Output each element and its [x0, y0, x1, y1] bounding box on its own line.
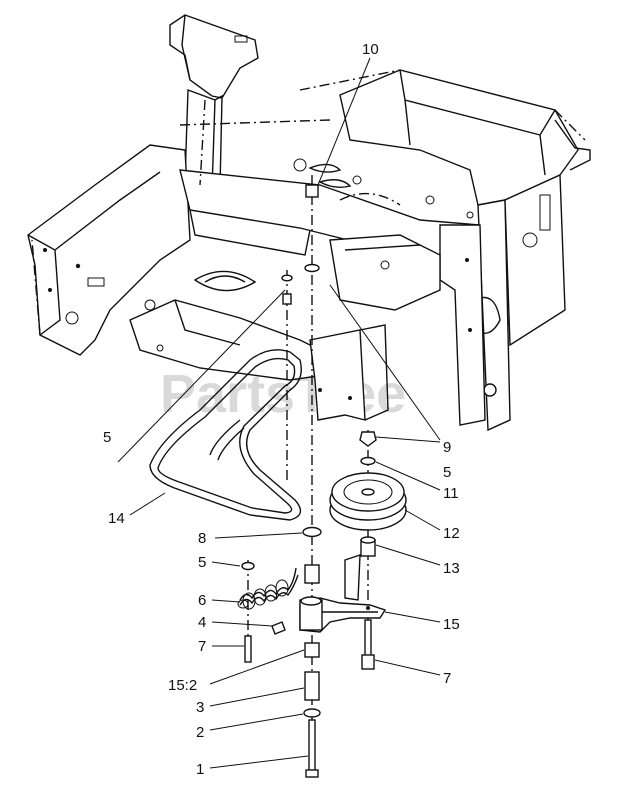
- part-7-bolt-right: [364, 619, 372, 659]
- center-bolt-stack: [302, 175, 322, 778]
- frame-assembly: [27, 14, 591, 432]
- part-15-2-bushing: [304, 642, 320, 658]
- callout-11: 11: [443, 485, 459, 502]
- callout-labels: 10 9 5 5 11 12 13 14 8 5 6 4 7 15 7 15:2…: [103, 41, 460, 778]
- callout-5-left: 5: [198, 554, 206, 571]
- spring-stack: [237, 270, 299, 663]
- part-5-nut-upper: [281, 274, 293, 282]
- part-4-screw: [271, 621, 286, 635]
- callout-12: 12: [443, 525, 460, 542]
- callout-8: 8: [198, 530, 206, 547]
- part-10-bolt: [305, 184, 319, 198]
- part-8-washer: [302, 526, 322, 538]
- callout-15: 15: [443, 616, 460, 633]
- callout-4: 4: [198, 614, 206, 631]
- part-12-pulley: [329, 472, 407, 531]
- callout-6: 6: [198, 592, 206, 609]
- leader-lines: [117, 57, 441, 769]
- part-15-idler-arm: [299, 554, 387, 633]
- callout-5-right: 5: [443, 464, 451, 481]
- callout-14: 14: [108, 510, 125, 527]
- callout-13: 13: [443, 560, 460, 577]
- part-5-nut-right: [359, 431, 377, 447]
- callout-10: 10: [362, 41, 379, 58]
- callout-1: 1: [196, 761, 204, 778]
- callout-9: 9: [443, 439, 451, 456]
- callout-5-belt-guide: 5: [103, 429, 111, 446]
- part-14-belt: [149, 349, 302, 521]
- part-3-spacer: [304, 671, 320, 701]
- part-6-spring: [237, 567, 299, 610]
- part-2-washer: [303, 708, 321, 718]
- part-1-bolt: [308, 719, 316, 773]
- callout-3: 3: [196, 699, 204, 716]
- callout-7-left: 7: [198, 638, 206, 655]
- callout-7-right: 7: [443, 670, 451, 687]
- pulley-stack: [329, 430, 407, 670]
- callout-15-2: 15:2: [168, 677, 197, 694]
- callout-2: 2: [196, 724, 204, 741]
- part-9-washer: [304, 263, 320, 273]
- part-7-bolt-left: [244, 635, 252, 663]
- spacer-upper: [304, 564, 320, 584]
- part-5-nut-lower: [241, 561, 255, 571]
- part-11-washer: [360, 456, 376, 466]
